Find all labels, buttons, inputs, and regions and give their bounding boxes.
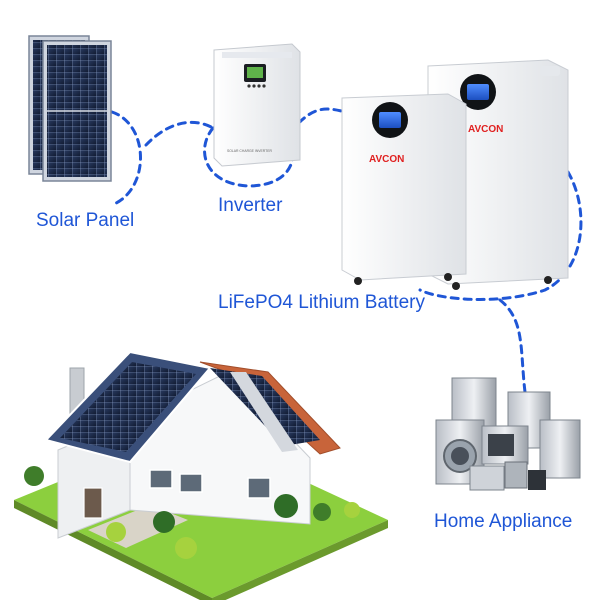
battery-cabinet-icon: AVCON AVCON [341, 59, 569, 290]
house-icon [14, 350, 388, 600]
inverter-icon: SOLAR CHARGE INVERTER [213, 43, 301, 167]
battery-brand-front: AVCON [369, 154, 404, 165]
solar-panel-icon [28, 35, 112, 182]
label-inverter: Inverter [218, 195, 283, 216]
label-home-appliance: Home Appliance [434, 511, 573, 532]
connector-panel-inverter [144, 120, 215, 147]
label-solar-panel: Solar Panel [36, 210, 135, 231]
connector-battery-appliance [498, 298, 527, 394]
label-battery: LiFePO4 Lithium Battery [218, 292, 425, 313]
inverter-plate-text: SOLAR CHARGE INVERTER [227, 149, 273, 153]
appliance-icon [435, 377, 581, 491]
connector-battery-loop [418, 170, 583, 301]
battery-brand-back: AVCON [468, 124, 503, 135]
connector-panel-loop [110, 110, 142, 207]
